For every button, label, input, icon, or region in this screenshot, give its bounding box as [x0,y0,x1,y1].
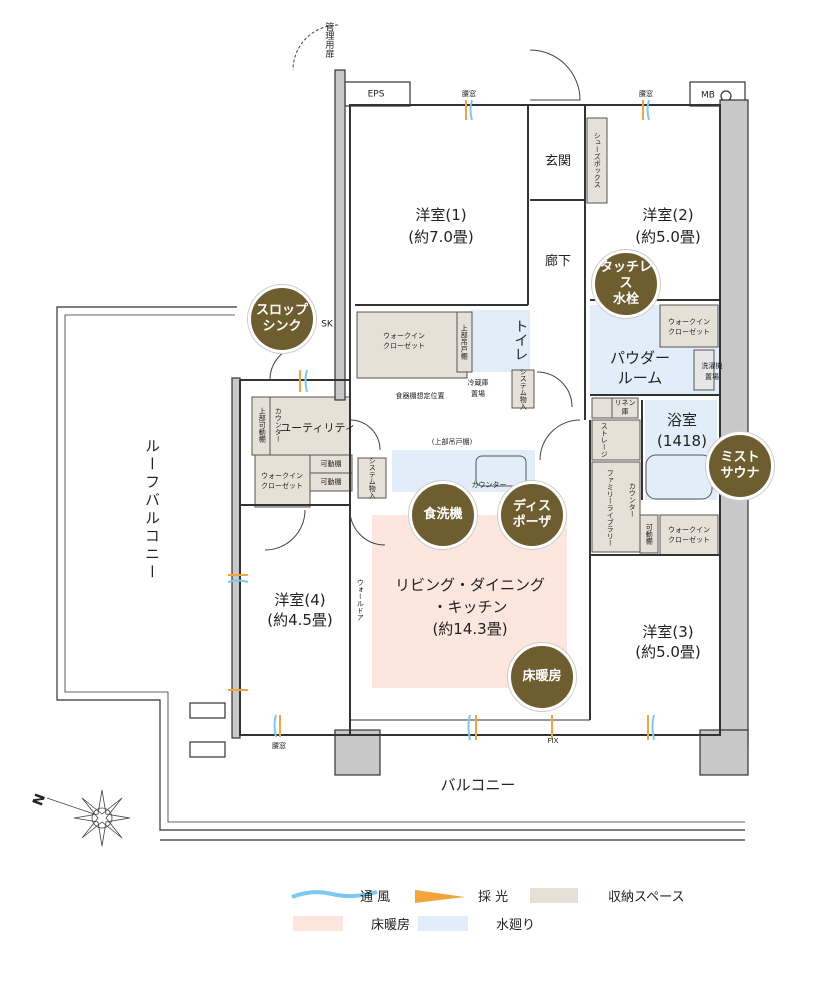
room4-name: 洋室(4) [274,591,326,609]
toilet-label: トイレ [512,319,529,361]
linen-label-2: 庫 [621,407,629,416]
legend-light: 採 光 [478,890,509,905]
mb-label: MB [701,90,715,101]
wind-wave-icon [291,890,378,899]
legend-floor-heating: 床暖房 [293,914,410,933]
storage-swatch [530,888,578,903]
washer-label-2: 置場 [705,372,719,381]
legend-wind: 通 風 [360,890,391,905]
upper-movable-label: 上部可動棚 [258,407,267,443]
walls [231,69,749,776]
system-storage-label: システム物入 [519,368,528,410]
roof-balcony-label: ルーフバルコニー [143,438,161,582]
kitchen-counter-label: カウンター [471,480,507,489]
wic-label-2: クローゼット [668,535,710,544]
system-storage-label: システム物入 [368,457,377,499]
movable-shelf-label: 可動棚 [645,523,654,545]
bath-label: 浴室 [666,411,698,429]
fridge-label-2: 置場 [471,389,485,398]
upper-cabinet-label: (上部吊戸棚) [431,437,473,446]
room1-size: (約7.0畳) [408,228,474,246]
dishwasher-badge: 食洗機 [409,481,477,549]
kitchen-counter-area [392,450,535,492]
mist-sauna-badge: ミスト サウナ [706,432,774,500]
wic-label-2: クローゼット [261,481,303,490]
hallway-label: 廊下 [544,254,572,270]
ldk-size: (約14.3畳) [432,620,508,638]
bath-area [645,400,717,500]
wic-label-1: ウォークイン [668,317,710,326]
wic-label-2: クローゼット [668,327,710,336]
disposer-badge: ディス ポーザ [498,481,566,549]
room2-name: 洋室(2) [642,206,694,224]
bath-size: (1418) [657,432,707,450]
wall-door-label: ウォールドア [356,579,365,621]
sk-label: SK [321,319,333,330]
linen-label: リネン [614,398,636,407]
legend-water: 水廻り [418,914,535,933]
utility-label: ユーティリティ [280,421,356,435]
room3-size: (約5.0畳) [635,643,701,661]
fix-label: FIX [547,736,559,745]
fridge-label: 冷蔵庫 [467,378,489,387]
storage-label: ストレージ [600,422,609,458]
movable-shelf-label: 可動棚 [320,459,342,468]
entrance-label: 玄関 [544,154,572,170]
fills [251,117,720,688]
dish-shelf-label: 食器棚想定位置 [395,391,445,400]
water-swatch [418,916,468,931]
powder-room-label: パウダー [609,349,671,367]
wic-label-2: クローゼット [383,341,425,350]
window-label: 腰窓 [639,89,653,98]
family-library-label: ファミリーライブラリー [606,469,615,547]
eps-label: EPS [367,89,385,100]
slop-sink-badge: スロップ シンク [248,285,316,353]
ventilation-light-markers [227,99,655,741]
upper-cabinet-label: 上部吊戸棚 [460,324,469,360]
room2-size: (約5.0畳) [635,228,701,246]
wic-label-1: ウォークイン [261,471,303,480]
roof-balcony-outline [56,306,745,831]
floor-heating-badge: 床暖房 [508,643,576,711]
touchless-faucet-badge: タッチレス 水栓 [592,250,660,318]
ldk-name: リビング・ダイニング [394,576,546,594]
compass-icon [46,789,131,847]
window-label: 腰窓 [462,89,476,98]
floor-heating-swatch [293,916,343,931]
wic-label-1: ウォークイン [668,525,710,534]
counter-label: カウンター [274,407,283,443]
toilet-area [470,310,530,372]
kanri-door-label: 管理用扉 [323,22,334,58]
balcony-label: バルコニー [440,776,516,794]
counter-label: カウンター [628,482,637,518]
wic-label-1: ウォークイン [383,331,425,340]
legend-storage: 収納スペース [530,886,684,905]
shoes-box-label: シューズボックス [593,132,602,188]
window-label: 腰窓 [272,741,286,750]
movable-shelf-label: 可動棚 [320,477,342,486]
light-ray-icon [415,890,465,903]
room1-name: 洋室(1) [415,206,467,224]
powder-room-label-2: ルーム [617,369,663,387]
ldk-name-2: ・キッチン [432,598,508,616]
washer-label: 洗濯機 [701,361,723,370]
room3-name: 洋室(3) [642,623,694,641]
room4-size: (約4.5畳) [267,611,333,629]
